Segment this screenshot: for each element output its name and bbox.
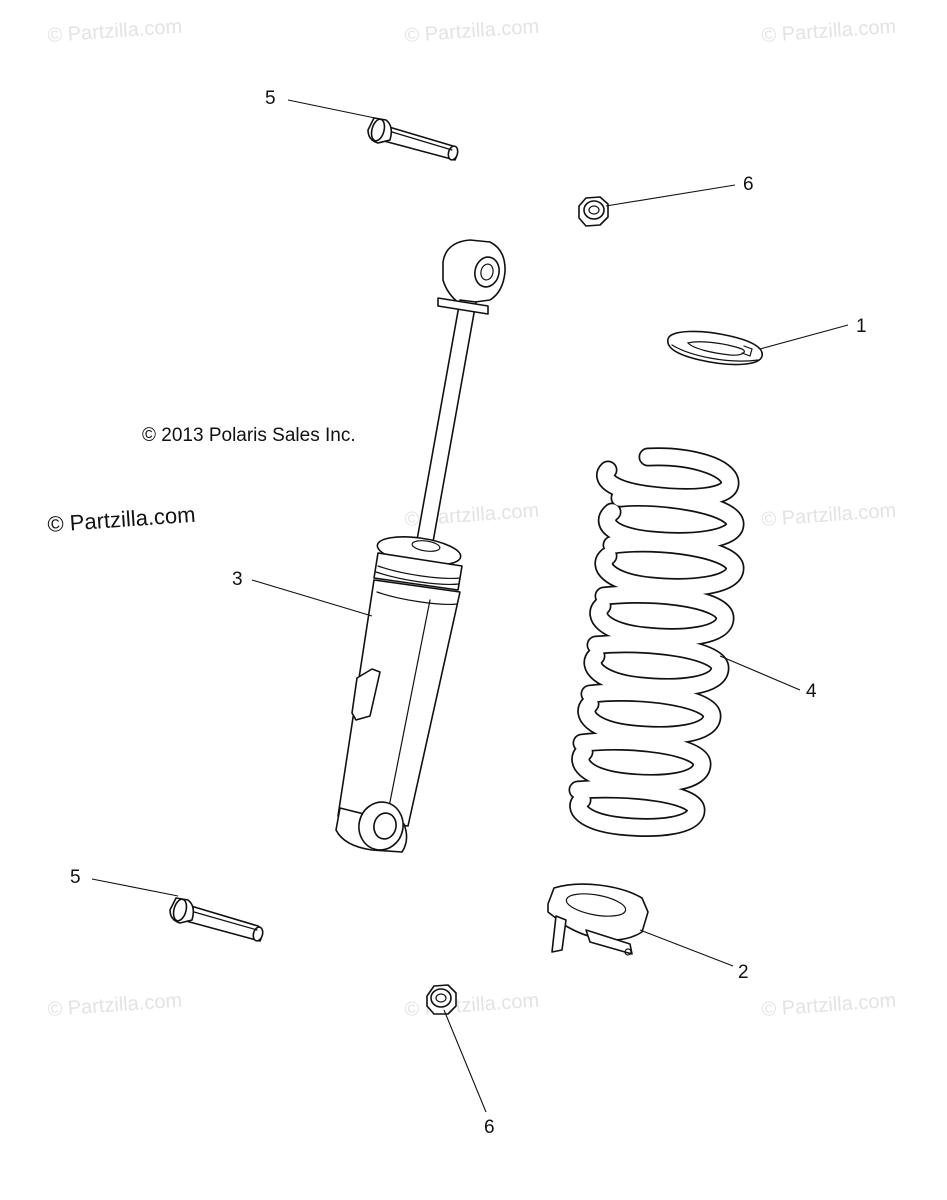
watermark: © Partzilla.com: [404, 990, 540, 1021]
leader-line-6-bottom: [443, 1009, 487, 1113]
spring-retainer-top[interactable]: [667, 330, 763, 366]
nut-bottom[interactable]: [426, 984, 457, 1015]
watermark: © Partzilla.com: [47, 16, 183, 47]
leader-line-5-top: [287, 99, 376, 119]
leader-line-3: [251, 579, 373, 617]
leader-line-2: [639, 929, 734, 967]
callout-6-bottom: 6: [484, 1117, 495, 1138]
watermark: © Partzilla.com: [404, 16, 540, 47]
bolt-bottom[interactable]: [169, 897, 264, 942]
partzilla-credit: © Partzilla.com: [47, 502, 197, 537]
watermark: © Partzilla.com: [761, 500, 897, 531]
spring-retainer-bottom[interactable]: [547, 883, 649, 956]
watermark: © Partzilla.com: [761, 16, 897, 47]
callout-labels: 5 6 1 3 4 5 2 6: [70, 88, 867, 1138]
copyright-notice: © 2013 Polaris Sales Inc.: [142, 425, 356, 446]
leader-line-5-bottom: [91, 878, 179, 897]
shock-absorber[interactable]: [335, 239, 506, 854]
callout-4: 4: [806, 681, 817, 702]
callout-1: 1: [856, 316, 867, 337]
callout-6-top: 6: [743, 174, 754, 195]
coil-spring[interactable]: [568, 447, 745, 837]
leader-line-1: [759, 324, 849, 350]
callout-5-top: 5: [265, 88, 276, 109]
callout-5-bottom: 5: [70, 867, 81, 888]
callout-2: 2: [738, 962, 749, 983]
watermark: © Partzilla.com: [47, 990, 183, 1021]
leader-line-4: [719, 655, 801, 691]
watermark: © Partzilla.com: [761, 990, 897, 1021]
bolt-top[interactable]: [367, 117, 459, 161]
callout-3: 3: [232, 569, 243, 590]
leader-line-6-top: [605, 184, 736, 207]
watermark-layer: © Partzilla.com © Partzilla.com © Partzi…: [47, 16, 897, 1021]
nut-top[interactable]: [578, 196, 609, 227]
leader-lines: [91, 99, 849, 1113]
